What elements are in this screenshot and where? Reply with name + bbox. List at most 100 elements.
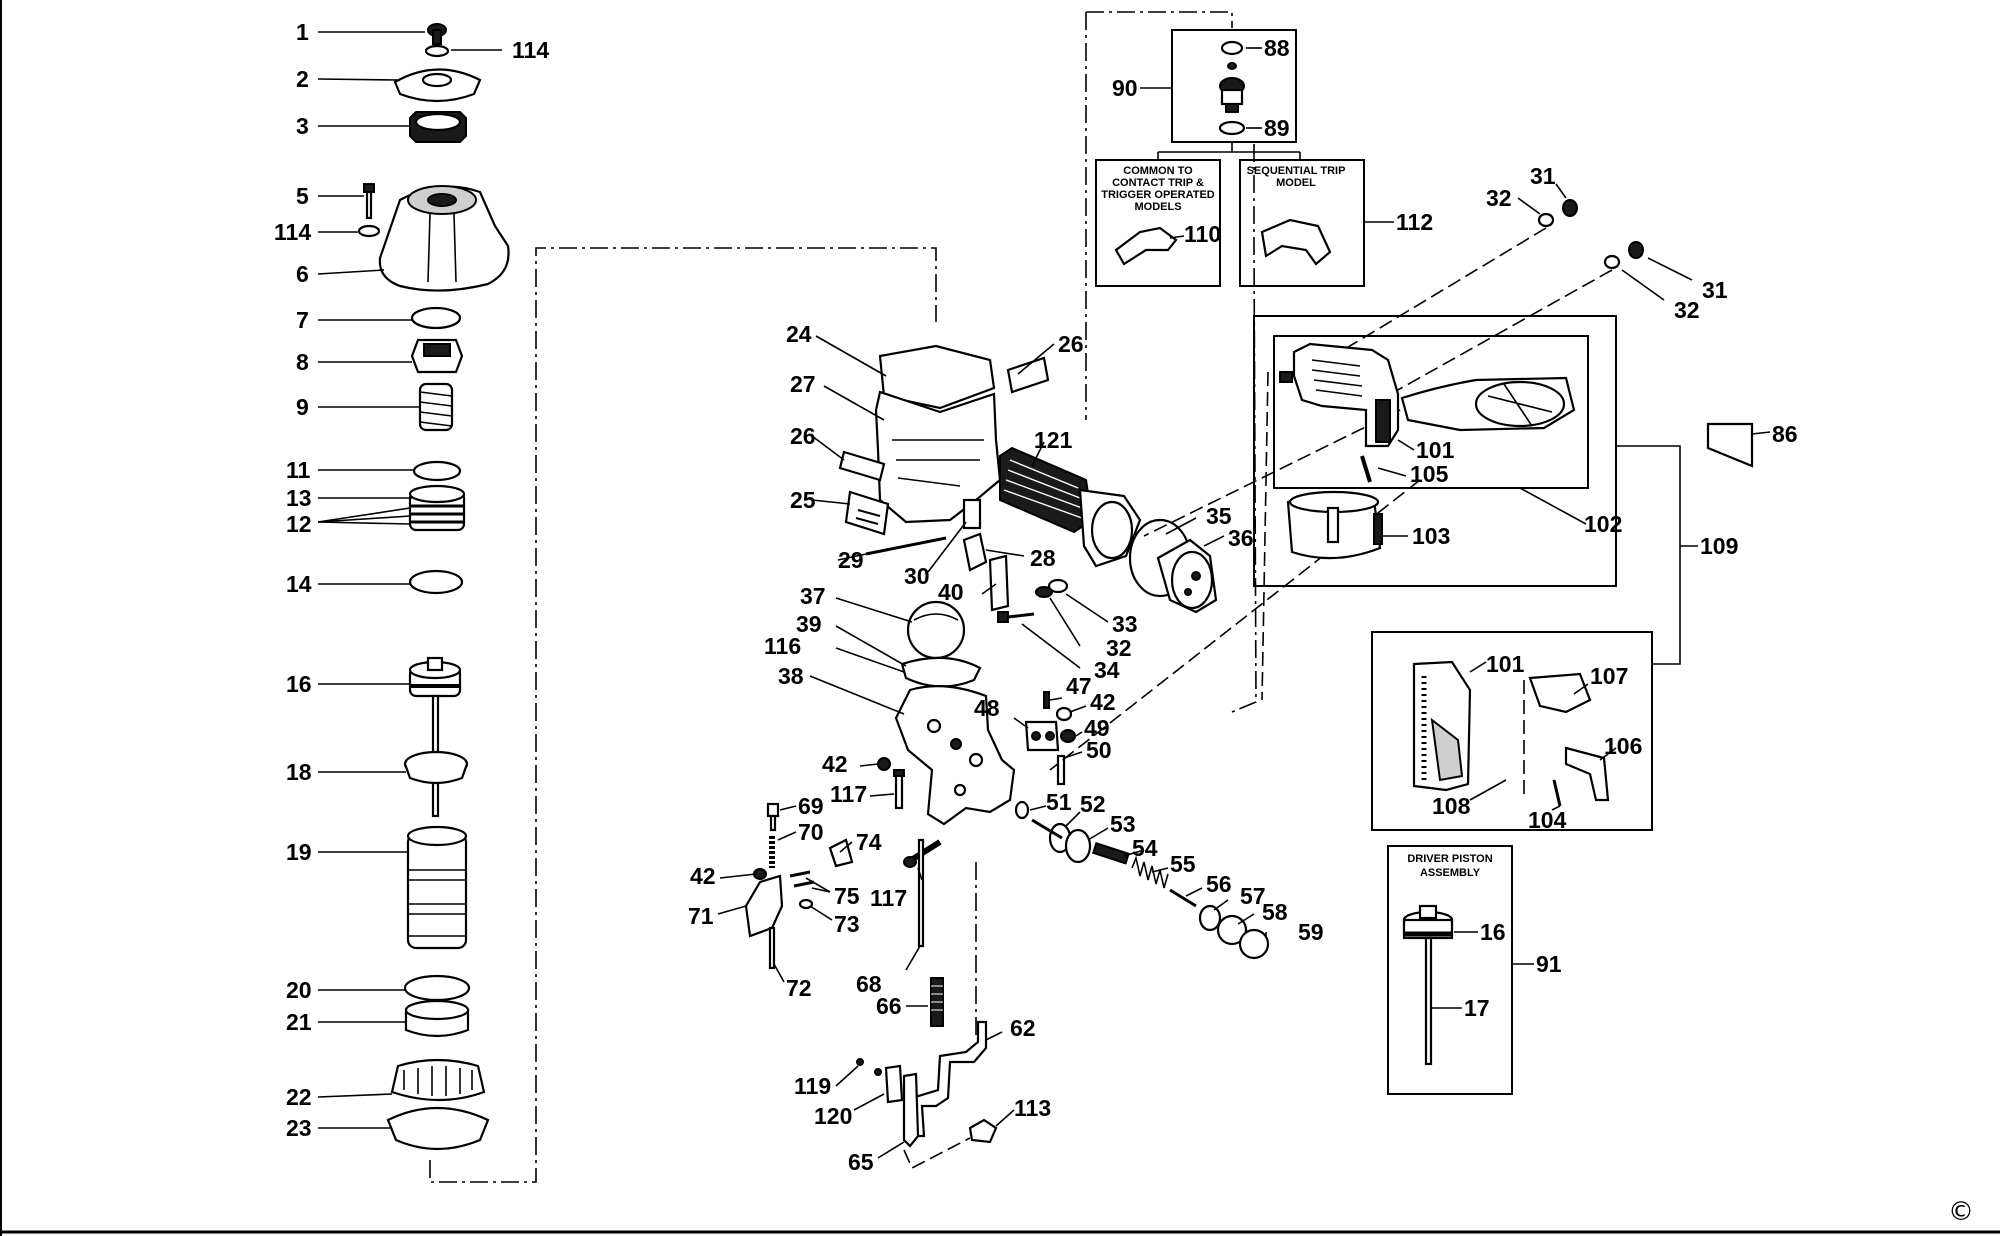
left-leaders xyxy=(317,31,502,1129)
label-55: 55 xyxy=(1170,851,1196,877)
label-3: 3 xyxy=(296,113,309,139)
label-105: 105 xyxy=(1410,461,1449,487)
part-114-washer-2 xyxy=(357,224,381,238)
sequential-title-line1: SEQUENTIAL TRIP xyxy=(1247,165,1346,177)
part-18-bumper xyxy=(403,750,469,785)
part-48-block xyxy=(1024,720,1060,752)
part-42-left-cap xyxy=(877,757,891,771)
part-31-32-nuts: 31 32 31 32 xyxy=(1486,163,1728,323)
label-9: 9 xyxy=(296,394,309,420)
trigger-valve-kit-box: 88 90 89 xyxy=(1112,29,1301,160)
label-14: 14 xyxy=(286,571,312,597)
part-66-bolt xyxy=(930,977,944,1027)
part-75-pins xyxy=(789,870,815,888)
label-20: 20 xyxy=(286,977,312,1003)
label-109: 109 xyxy=(1700,533,1738,559)
magazine-box-lower: 101 107 106 108 104 xyxy=(1371,631,1653,833)
part-47-pin xyxy=(1043,691,1050,709)
common-title-line4: MODELS xyxy=(1134,201,1181,213)
box-102-outer-frame xyxy=(1253,315,1617,587)
part-68-rod xyxy=(917,838,925,948)
part-32-washer-1 xyxy=(1537,212,1555,228)
label-1: 1 xyxy=(296,19,309,45)
label-119: 119 xyxy=(794,1073,831,1099)
label-114-top: 114 xyxy=(512,37,549,63)
part-119-screw xyxy=(856,1058,864,1066)
label-47: 47 xyxy=(1066,673,1092,699)
label-74: 74 xyxy=(856,829,882,855)
sequential-title-line2: MODEL xyxy=(1276,177,1316,189)
part-32-washer xyxy=(1035,586,1053,598)
label-54: 54 xyxy=(1132,835,1158,861)
label-6: 6 xyxy=(296,261,309,287)
label-42-right: 42 xyxy=(1090,689,1116,715)
label-106: 106 xyxy=(1604,733,1642,759)
part-9-spring xyxy=(418,382,454,432)
part-112-trigger xyxy=(1260,218,1332,266)
label-107: 107 xyxy=(1590,663,1628,689)
part-71-trigger xyxy=(744,874,784,938)
label-51: 51 xyxy=(1046,789,1072,815)
label-102: 102 xyxy=(1584,511,1622,537)
part-103-basket xyxy=(1286,490,1383,560)
part-28-latch xyxy=(962,532,988,572)
label-38: 38 xyxy=(778,663,804,689)
left-column-parts xyxy=(357,23,510,1151)
label-62: 62 xyxy=(1010,1015,1036,1041)
part-16-driver-piston xyxy=(408,656,462,818)
label-90: 90 xyxy=(1112,75,1138,101)
part-120-plate xyxy=(884,1064,904,1104)
label-117-bottom: 117 xyxy=(870,885,907,911)
label-34: 34 xyxy=(1094,657,1120,683)
label-29: 29 xyxy=(838,547,864,573)
assembly-dash-line-left xyxy=(429,247,937,1183)
part-32-washer-2 xyxy=(1603,254,1621,270)
label-30: 30 xyxy=(904,563,930,589)
part-107-plate xyxy=(1528,672,1592,714)
part-31-nut-1 xyxy=(1562,199,1578,217)
common-title-line1: COMMON TO xyxy=(1123,165,1193,177)
label-49: 49 xyxy=(1084,715,1110,741)
part-105-pin xyxy=(1360,455,1372,483)
label-72: 72 xyxy=(786,975,812,1001)
label-75: 75 xyxy=(834,883,860,909)
part-52-spool xyxy=(1031,818,1072,854)
label-42-trigger: 42 xyxy=(690,863,716,889)
label-11: 11 xyxy=(286,457,311,483)
part-121-grip xyxy=(999,446,1094,534)
label-69: 69 xyxy=(798,793,824,819)
part-90-valve-stem xyxy=(1219,77,1245,113)
part-73-bushing xyxy=(798,898,814,910)
label-18: 18 xyxy=(286,759,312,785)
label-31-top: 31 xyxy=(1530,163,1556,189)
part-21-ring-band xyxy=(404,999,470,1038)
label-121: 121 xyxy=(1034,427,1073,453)
part-53-o-ring xyxy=(1064,828,1092,864)
part-body-end-cap xyxy=(1078,488,1142,568)
label-104: 104 xyxy=(1528,807,1567,833)
part-23-gasket xyxy=(386,1106,490,1151)
part-42-cap xyxy=(1055,706,1073,722)
label-103: 103 xyxy=(1412,523,1450,549)
label-89: 89 xyxy=(1264,115,1290,141)
label-28: 28 xyxy=(1030,545,1056,571)
part-101-lid xyxy=(1400,376,1576,432)
part-8-valve xyxy=(410,338,464,374)
label-50: 50 xyxy=(1086,737,1112,763)
label-70: 70 xyxy=(798,819,824,845)
label-39: 39 xyxy=(796,611,822,637)
center-labels: 24 26 27 26 121 25 29 28 30 40 35 36 37 … xyxy=(688,321,1324,1175)
bracket-109 xyxy=(1616,445,1681,665)
label-21: 21 xyxy=(286,1009,312,1035)
part-11-o-ring xyxy=(412,460,462,482)
label-59: 59 xyxy=(1298,919,1324,945)
label-116: 116 xyxy=(764,633,801,659)
common-title-line3: TRIGGER OPERATED xyxy=(1101,189,1215,201)
part-113-cap xyxy=(968,1118,998,1144)
label-108: 108 xyxy=(1432,793,1471,819)
label-65: 65 xyxy=(848,1149,874,1175)
assembly-dash-line-top xyxy=(1085,11,1233,420)
label-7: 7 xyxy=(296,307,309,333)
label-42-left: 42 xyxy=(822,751,848,777)
